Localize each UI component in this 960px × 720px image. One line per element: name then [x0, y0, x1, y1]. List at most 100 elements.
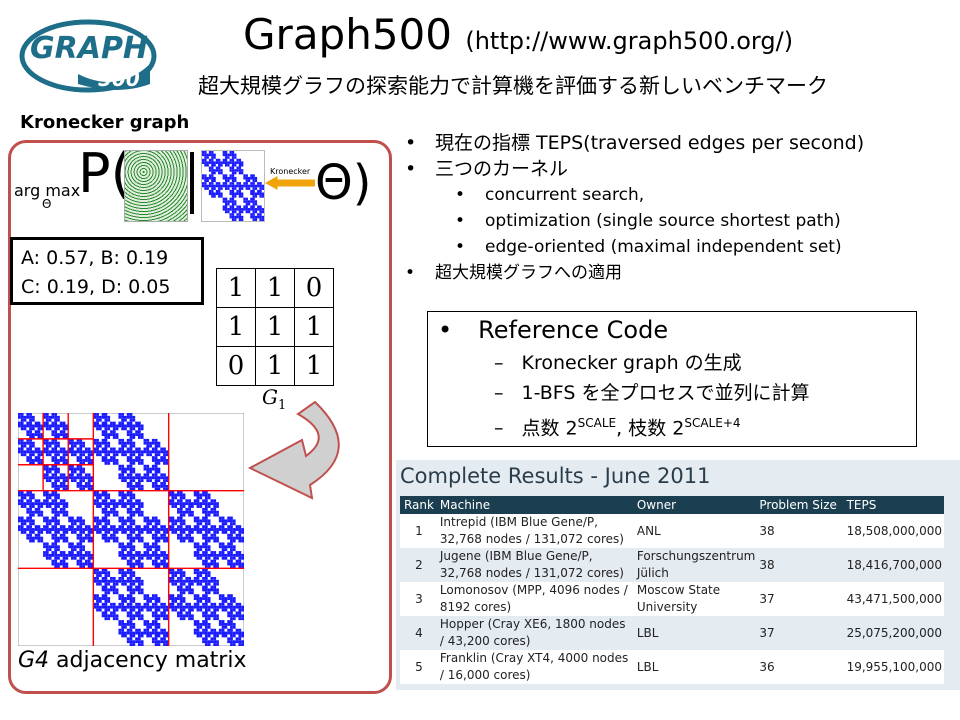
matrix-cell [177, 516, 180, 520]
matrix-cell [71, 530, 74, 534]
matrix-cell [87, 565, 91, 569]
matrix-cell [31, 522, 35, 526]
matrix-cell [79, 536, 83, 540]
matrix-cell [29, 433, 32, 437]
matrix-cell [101, 525, 105, 529]
matrix-cell [163, 453, 166, 457]
matrix-cell [68, 525, 72, 529]
matrix-cell [26, 415, 30, 419]
matrix-cell [59, 551, 63, 554]
matrix-cell [26, 533, 30, 537]
matrix-cell [218, 169, 221, 172]
matrix-cell [118, 576, 122, 580]
matrix-cell [213, 507, 217, 511]
matrix-cell [132, 548, 136, 552]
matrix-cell [224, 161, 228, 164]
matrix-cell [129, 559, 133, 563]
matrix-cell [29, 539, 32, 543]
matrix-cell [121, 479, 125, 483]
matrix-cell [115, 582, 119, 586]
matrix-cell [121, 631, 125, 635]
matrix-cell [143, 528, 147, 531]
matrix-cell [65, 461, 69, 465]
matrix-cell [126, 611, 130, 615]
matrix-cell [146, 516, 150, 520]
matrix-cell [54, 467, 58, 471]
matrix-cell [73, 450, 77, 454]
matrix-cell [140, 553, 144, 557]
matrix-cell [232, 634, 236, 638]
matrix-cell [157, 565, 161, 569]
matrix-cell [82, 548, 85, 552]
matrix-cell [157, 553, 161, 557]
matrix-cell [149, 597, 152, 600]
matrix-cell [129, 444, 133, 448]
matrix-cell [154, 459, 158, 462]
matrix-cell [227, 176, 230, 180]
matrix-cell [157, 484, 161, 488]
matrix-cell [137, 591, 141, 595]
matrix-cell [62, 456, 66, 460]
matrix-cell [62, 505, 66, 508]
matrix-cell [79, 539, 83, 543]
matrix-cell [51, 490, 55, 494]
matrix-cell [221, 622, 225, 626]
matrix-cell [126, 640, 130, 644]
matrix-cell [43, 467, 46, 471]
matrix-cell [31, 505, 35, 508]
matrix-cell [174, 599, 178, 603]
matrix-cell [79, 545, 83, 549]
matrix-cell [126, 499, 130, 503]
matrix-cell [65, 562, 69, 566]
matrix-cell [132, 505, 136, 508]
matrix-cell [171, 516, 175, 520]
matrix-cell [65, 530, 69, 534]
matrix-cell [146, 594, 150, 598]
matrix-cell [188, 617, 191, 621]
matrix-cell [208, 169, 212, 172]
matrix-cell [168, 594, 172, 598]
matrix-cell [243, 182, 246, 185]
matrix-cell [204, 158, 207, 162]
matrix-cell [218, 182, 221, 185]
matrix-cell [146, 553, 150, 557]
matrix-cell [229, 205, 232, 209]
matrix-cell [65, 513, 69, 517]
matrix-cell [121, 594, 125, 598]
matrix-cell [31, 436, 35, 439]
matrix-cell [132, 625, 136, 629]
matrix-cell [76, 553, 80, 557]
matrix-cell [26, 413, 30, 416]
matrix-cell [218, 553, 222, 557]
matrix-cell [96, 424, 99, 428]
matrix-cell [96, 438, 99, 442]
matrix-cell [193, 622, 197, 626]
matrix-cell [126, 602, 130, 606]
matrix-cell [196, 553, 200, 557]
matrix-cell [202, 502, 205, 506]
matrix-cell [154, 441, 158, 445]
matrix-cell [185, 510, 189, 514]
matrix-cell [107, 441, 111, 445]
matrix-cell [54, 553, 58, 557]
matrix-cell [54, 447, 58, 451]
matrix-cell [115, 433, 119, 437]
matrix-cell [43, 415, 46, 419]
matrix-cell [182, 519, 186, 523]
matrix-cell [247, 210, 251, 214]
matrix-cell [137, 640, 141, 644]
matrix-cell [182, 496, 186, 500]
matrix-cell [29, 456, 32, 460]
matrix-cell [229, 151, 232, 154]
matrix-cell [96, 421, 99, 425]
matrix-cell [20, 453, 24, 457]
matrix-cell [115, 539, 119, 543]
matrix-cell [18, 490, 21, 494]
matrix-cell [190, 617, 194, 621]
matrix-cell [204, 528, 208, 531]
matrix-cell [137, 479, 141, 483]
matrix-cell [202, 605, 205, 609]
matrix-cell [118, 421, 122, 425]
matrix-cell [37, 502, 41, 506]
matrix-cell [185, 499, 189, 503]
